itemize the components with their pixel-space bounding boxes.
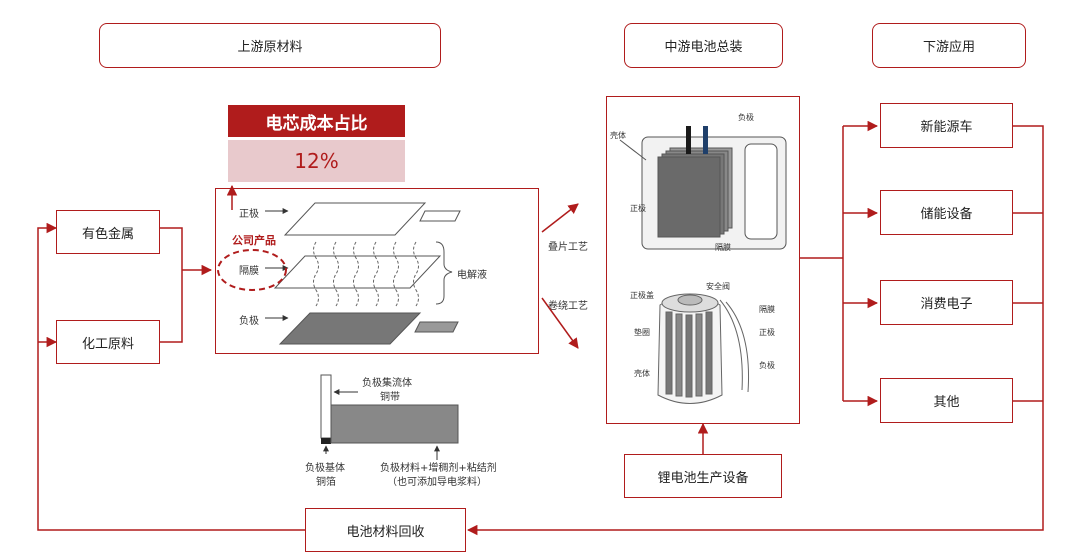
node-label: 消费电子 (920, 297, 973, 312)
node-energy-storage: 储能设备 (880, 190, 1013, 235)
label-stacking-process: 叠片工艺 (548, 242, 588, 253)
label-anode-substrate: 负极基体 (305, 463, 345, 474)
label-company-product: 公司产品 (232, 234, 276, 247)
node-label: 有色金属 (81, 226, 134, 242)
cell-structure-frame (215, 188, 539, 354)
node-other: 其他 (880, 378, 1013, 423)
cyl-label-shell: 壳体 (634, 369, 650, 378)
label-negative: 负极 (239, 316, 259, 327)
node-label: 新能源车 (920, 120, 973, 135)
label-anode-collector: 负极集流体 (362, 378, 412, 389)
arrow-stacking (541, 203, 579, 233)
node-label: 锂电池生产设备 (657, 470, 749, 486)
label-separator: 隔膜 (239, 266, 259, 277)
cell-layers (273, 202, 461, 345)
cyl-label-safety-valve: 安全阀 (706, 282, 730, 291)
pouch-label-separator: 隔膜 (715, 243, 731, 252)
label-winding-process: 卷绕工艺 (548, 301, 588, 312)
pouch-cell-drawing (619, 126, 787, 250)
cost-share-title: 电芯成本占比 (228, 105, 405, 137)
connector-apps-right (466, 125, 1044, 536)
label-anode-material: 负极材料+增稠剂+粘结剂 (380, 463, 497, 474)
node-label: 化工原料 (81, 336, 134, 352)
connector-metal (160, 227, 183, 343)
header-downstream: 下游应用 (872, 23, 1026, 68)
cost-share-value: 12% (228, 140, 405, 182)
header-upstream-label: 上游原材料 (237, 40, 303, 55)
connector-recycle-back (37, 222, 305, 531)
cyl-label-positive: 正极 (759, 328, 775, 337)
arrow-winding (541, 297, 579, 349)
header-downstream-label: 下游应用 (922, 40, 975, 55)
company-product-highlight (217, 249, 287, 291)
cyl-label-separator: 隔膜 (759, 305, 775, 314)
cyl-label-gasket: 垫圈 (634, 328, 650, 337)
node-production-equipment: 锂电池生产设备 (624, 454, 782, 498)
label-material-note: （也可添加导电浆料） (387, 477, 487, 488)
node-consumer-electronics: 消费电子 (880, 280, 1013, 325)
header-upstream: 上游原材料 (99, 23, 441, 68)
header-midstream: 中游电池总装 (624, 23, 783, 68)
header-midstream-label: 中游电池总装 (664, 40, 743, 55)
node-label: 其他 (933, 395, 960, 410)
label-copper-foil: 铜箔 (316, 477, 336, 488)
node-chemical-materials: 化工原料 (56, 320, 160, 364)
cyl-label-negative: 负极 (759, 361, 775, 370)
label-positive: 正极 (239, 209, 259, 220)
anode-drawing (320, 374, 459, 460)
node-label: 电池材料回收 (346, 524, 425, 540)
node-battery-recycling: 电池材料回收 (305, 508, 466, 552)
label-electrolyte: 电解液 (457, 270, 487, 281)
pouch-label-positive: 正极 (630, 204, 646, 213)
battery-assembly-frame (606, 96, 800, 424)
node-new-energy-vehicles: 新能源车 (880, 103, 1013, 148)
pouch-label-shell: 壳体 (610, 131, 626, 140)
node-nonferrous-metals: 有色金属 (56, 210, 160, 254)
label-copper-strip: 铜带 (380, 392, 400, 403)
electrolyte-waves (313, 241, 419, 307)
node-label: 储能设备 (920, 207, 973, 222)
pouch-label-negative: 负极 (738, 113, 754, 122)
cyl-label-positive-cap: 正极盖 (630, 291, 654, 300)
cylindrical-cell-drawing (657, 293, 749, 404)
